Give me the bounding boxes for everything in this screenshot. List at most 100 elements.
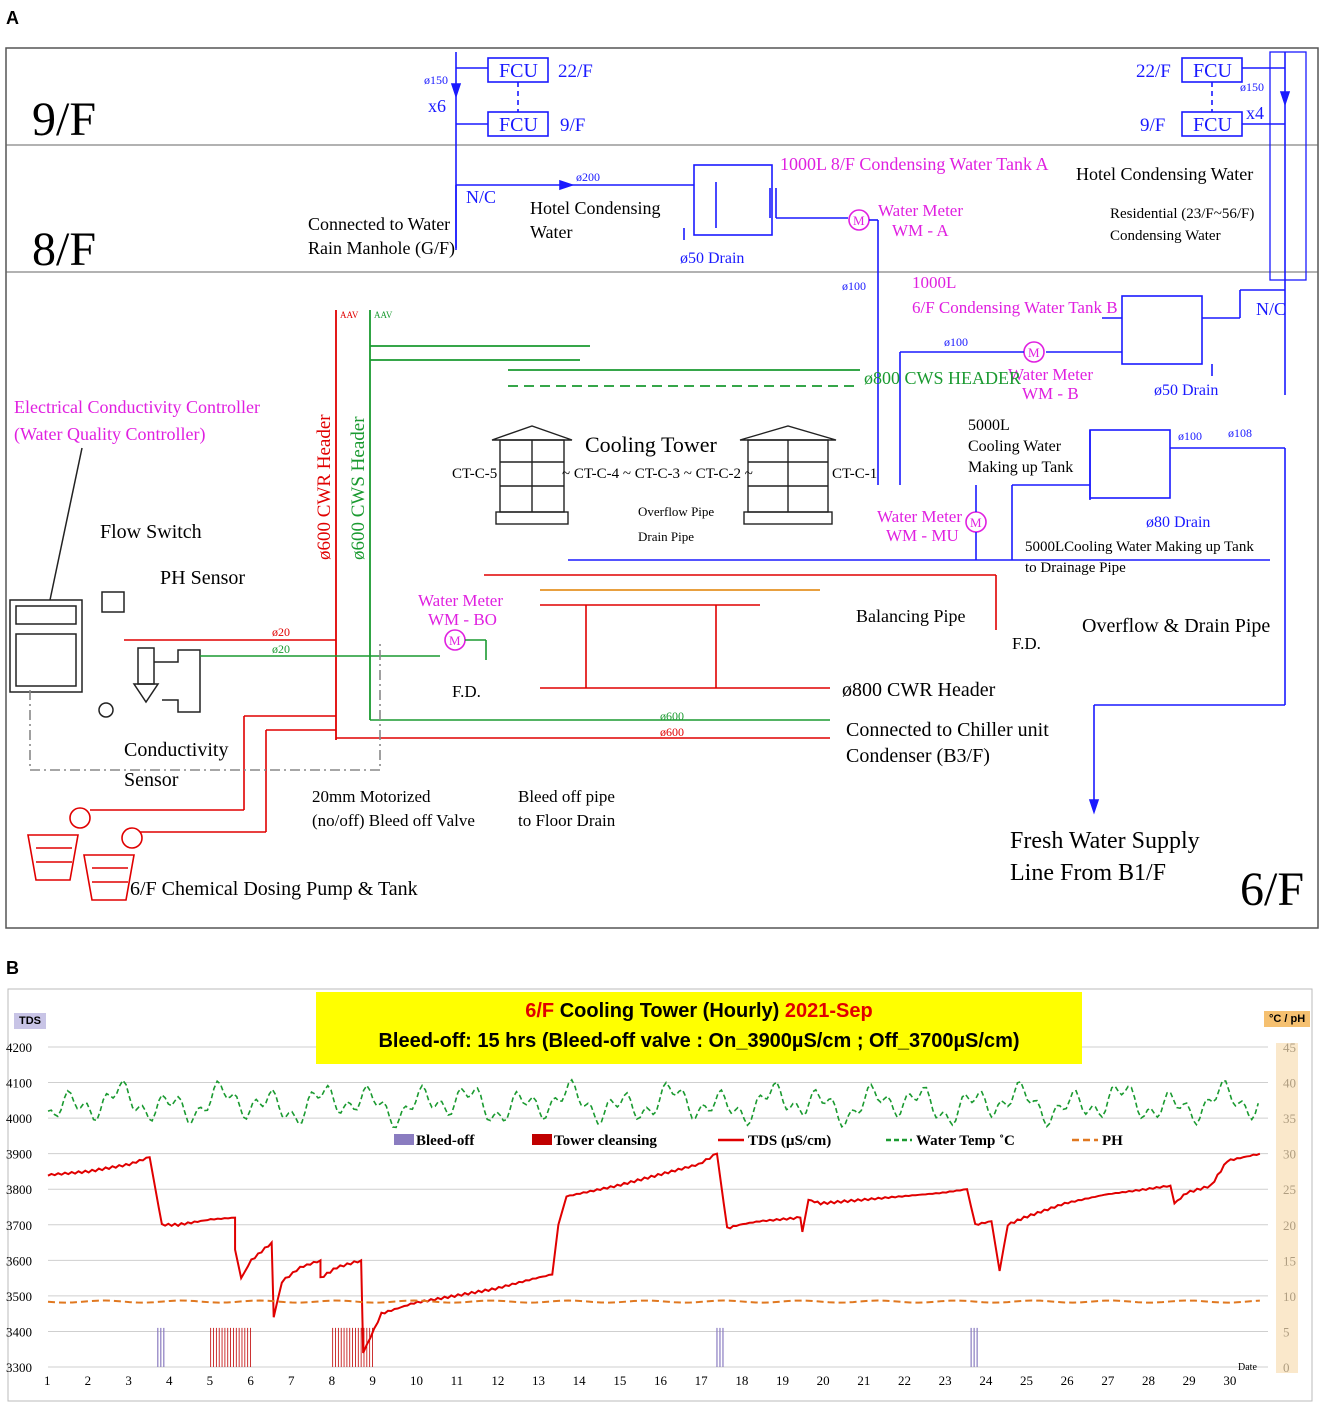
floor-label-8f: 8/F: [32, 223, 96, 276]
pipe-size-label: ø100: [1178, 429, 1202, 443]
x-tick-label: 22: [898, 1373, 911, 1388]
x-tick-label: 5: [207, 1373, 214, 1388]
x-tick-label: 15: [613, 1373, 626, 1388]
drain-pipe-label: Drain Pipe: [638, 529, 694, 544]
panel-a-label: A: [6, 8, 19, 28]
left-tick-label: 3800: [6, 1182, 32, 1197]
makeup-drain-label: to Drainage Pipe: [1025, 560, 1126, 576]
balancing-pipe-label: Balancing Pipe: [856, 606, 965, 626]
fcu-box-label: FCU: [1193, 60, 1232, 82]
chiller-label: Connected to Chiller unit: [846, 719, 1049, 741]
chart-subtitle: Bleed-off: 15 hrs (Bleed-off valve : On_…: [378, 1030, 1020, 1052]
x-tick-label: 11: [451, 1373, 464, 1388]
ph-sensor-label: PH Sensor: [160, 567, 245, 589]
hotel-condensing-label: Hotel Condensing Water: [1076, 164, 1253, 184]
makeup-drain-label: 5000LCooling Water Making up Tank: [1025, 539, 1254, 555]
chart-title-main: Cooling Tower (Hourly): [554, 1000, 785, 1022]
tower-label-middle: ~ CT-C-4 ~ CT-C-3 ~ CT-C-2 ~: [562, 466, 753, 482]
panel-b-label: B: [6, 958, 19, 978]
pipe-size-label: ø100: [842, 279, 866, 293]
left-tick-label: 3700: [6, 1218, 32, 1233]
motorized-valve-label: 20mm Motorized: [312, 787, 431, 806]
fcu-floor-22f: 22/F: [1136, 61, 1171, 82]
fcu-box-label: FCU: [1193, 114, 1232, 136]
meter-symbol: M: [970, 515, 982, 530]
tds-chart: 3300340035003600370038003900400041004200…: [6, 988, 1313, 1402]
x-tick-label: 2: [85, 1373, 92, 1388]
right-axis-badge: °C / pH: [1264, 1011, 1311, 1027]
x-tick-label: 6: [247, 1373, 254, 1388]
fcu-box-label: FCU: [499, 114, 538, 136]
x-axis-date-label: Date: [1238, 1362, 1257, 1373]
pipe-size-label: ø108: [1228, 426, 1252, 440]
pipe-size-label: ø100: [944, 335, 968, 349]
drain-label: ø80 Drain: [1146, 514, 1210, 531]
water-meter-b-label: WM - B: [1022, 384, 1079, 403]
x-tick-label: 8: [329, 1373, 336, 1388]
x-tick-label: 17: [695, 1373, 709, 1388]
water-meter-b-label: Water Meter: [1008, 365, 1093, 384]
fcu-floor-9f: 9/F: [1140, 115, 1165, 136]
makeup-tank-label: Making up Tank: [968, 459, 1073, 476]
x-tick-label: 12: [491, 1373, 504, 1388]
rain-manhole-label: Connected to Water: [308, 214, 450, 234]
water-meter-a-label: WM - A: [892, 221, 949, 240]
tower-label-ct-c-1: CT-C-1: [832, 466, 877, 482]
makeup-tank: [965, 429, 1286, 815]
x-tick-label: 14: [573, 1373, 587, 1388]
legend-label: Water Temp ˚C: [916, 1133, 1015, 1149]
fcu-box-label: FCU: [499, 60, 538, 82]
x-tick-label: 9: [369, 1373, 376, 1388]
x-tick-label: 23: [939, 1373, 952, 1388]
chart-title-date: 2021-Sep: [784, 1000, 873, 1022]
ec-controller: [9, 447, 201, 718]
pipe-size-label: ø20: [272, 625, 290, 639]
fcu-multiplier-x6: x6: [428, 96, 446, 116]
tank-b-label: 1000L: [912, 273, 956, 292]
cws-riser-label: ø600 CWS Header: [348, 416, 369, 560]
x-tick-label: 10: [410, 1373, 423, 1388]
tower-label-ct-c-5: CT-C-5: [452, 466, 497, 482]
x-tick-label: 13: [532, 1373, 545, 1388]
x-tick-label: 19: [776, 1373, 789, 1388]
left-tick-label: 3900: [6, 1147, 32, 1162]
tank-b: [899, 289, 1285, 485]
chart-title: 6/F Cooling Tower (Hourly) 2021-Sep Blee…: [316, 992, 1082, 1064]
header-risers: [335, 310, 860, 740]
flow-switch-label: Flow Switch: [100, 521, 202, 543]
chart-grid: [48, 1046, 1268, 1368]
x-tick-label: 7: [288, 1373, 295, 1388]
left-tick-label: 3600: [6, 1253, 32, 1268]
residential-label: Residential (23/F~56/F): [1110, 206, 1254, 222]
floor-label-9f: 9/F: [32, 93, 96, 146]
sampling-lines: [29, 629, 830, 833]
cooling-tower-ct-c-5: [491, 425, 573, 525]
legend-swatch: [394, 1134, 414, 1145]
x-tick-label: 28: [1142, 1373, 1155, 1388]
meter-symbol: M: [449, 633, 461, 648]
x-tick-label: 27: [1101, 1373, 1115, 1388]
chiller-label: Condenser (B3/F): [846, 745, 990, 767]
ec-controller-label: Electrical Conductivity Controller: [14, 397, 260, 417]
fcu-floor-22f: 22/F: [558, 61, 593, 82]
motorized-valve-label: (no/off) Bleed off Valve: [312, 811, 475, 830]
conductivity-sensor-label: Conductivity: [124, 739, 228, 761]
tank-b-label: 6/F Condensing Water Tank B: [912, 298, 1118, 317]
rain-manhole-label: Rain Manhole (G/F): [308, 238, 455, 259]
event-bars: [157, 1327, 978, 1367]
aav-label: AAV: [374, 310, 393, 320]
left-tick-label: 3300: [6, 1360, 32, 1375]
left-tick-label: 3400: [6, 1324, 32, 1339]
fresh-water-label: Fresh Water Supply: [1010, 828, 1200, 854]
pipe-size-label: ø150: [424, 73, 448, 87]
ph-series-line: [47, 1299, 1260, 1304]
cooling-water-schematic: 9/F 8/F 6/F FCU FCU 22/F 9/F x6 ø150 FCU…: [5, 47, 1319, 929]
legend-label: Tower cleansing: [554, 1133, 657, 1149]
left-axis-badge: TDS: [14, 1013, 46, 1029]
dosing-tanks: [27, 807, 143, 901]
pipe-size-label: ø600: [660, 725, 684, 739]
x-tick-label: 25: [1020, 1373, 1033, 1388]
